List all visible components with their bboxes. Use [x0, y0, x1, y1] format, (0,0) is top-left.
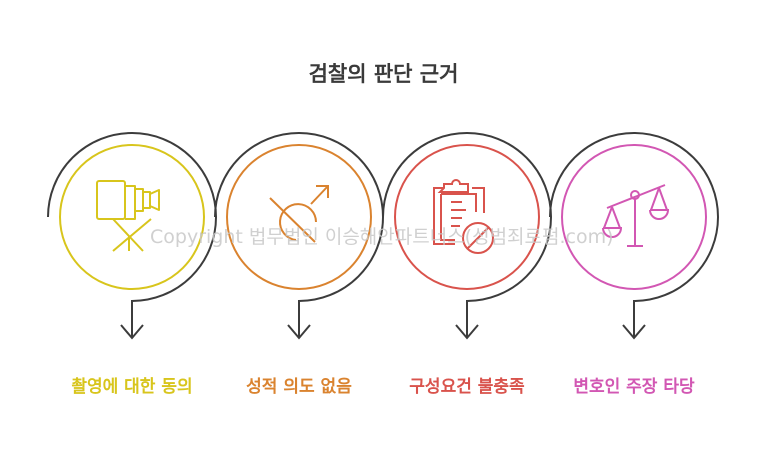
step-circle-1: [59, 144, 205, 290]
step-circle-2: [226, 144, 372, 290]
connector-arc-1: [47, 132, 217, 340]
copyright-watermark: Copyright 법무법인 이승해안파트너스(성범죄로펌.com): [150, 226, 614, 248]
connector-arc-2: [214, 132, 384, 340]
step-label-3: 구성요건 불충족: [409, 377, 525, 397]
step-circle-4: [561, 144, 707, 290]
diagram-title: 검찰의 판단 근거: [308, 62, 459, 86]
crossed-male-symbol-icon: [269, 185, 329, 243]
connector-arc-3: [382, 132, 552, 340]
scales-icon: [602, 184, 670, 247]
step-label-1: 촬영에 대한 동의: [71, 377, 193, 397]
clipboard-prohibited-icon: [433, 179, 494, 254]
connector-arc-4: [549, 132, 719, 340]
video-camera-icon: [96, 180, 160, 252]
step-label-4: 변호인 주장 타당: [573, 377, 695, 397]
step-circle-3: [394, 144, 540, 290]
step-label-2: 성적 의도 없음: [246, 377, 352, 397]
